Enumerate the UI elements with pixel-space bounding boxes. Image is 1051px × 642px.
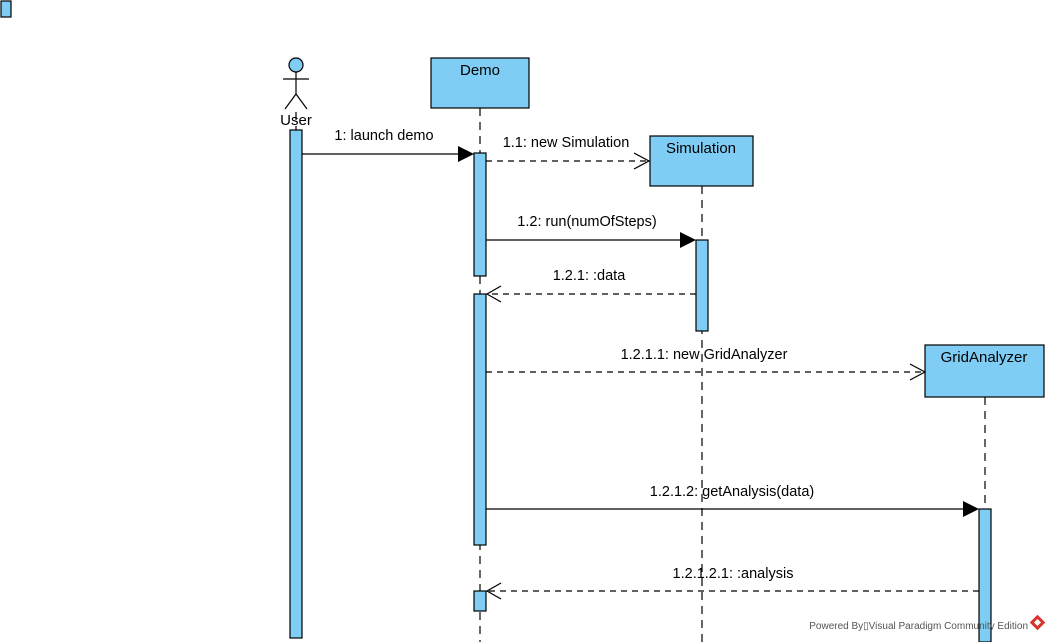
watermark-text: Powered By▯Visual Paradigm Community Edi… bbox=[809, 621, 1028, 632]
user-activation-bar[interactable] bbox=[289, 129, 303, 639]
message-label: 1.2.1.2: getAnalysis(data) bbox=[650, 484, 814, 500]
message-label: 1.1: new Simulation bbox=[503, 135, 630, 151]
demo-activation-bar-1[interactable] bbox=[473, 152, 487, 277]
open-arrowhead-icon bbox=[485, 582, 502, 600]
demo-box bbox=[430, 57, 530, 109]
message-run[interactable]: 1.2: run(numOfSteps) bbox=[486, 214, 696, 248]
actor-left-leg bbox=[284, 93, 297, 110]
demo-participant[interactable]: Demo bbox=[430, 57, 530, 109]
demo-label: Demo bbox=[460, 62, 500, 79]
message-new-simulation[interactable]: 1.1: new Simulation bbox=[486, 135, 651, 170]
open-arrowhead-icon bbox=[633, 152, 651, 170]
actor-right-leg bbox=[295, 93, 308, 110]
actor-head-icon bbox=[288, 57, 304, 73]
message-label: 1.2.1: :data bbox=[553, 268, 626, 284]
message-launch-demo[interactable]: 1: launch demo bbox=[302, 128, 474, 162]
open-arrowhead-icon bbox=[909, 363, 927, 381]
simulation-activation-bar[interactable] bbox=[695, 239, 709, 332]
message-label: 1.2.1.1: new GridAnalyzer bbox=[621, 347, 788, 363]
grid-analyzer-box bbox=[924, 344, 1045, 398]
simulation-participant[interactable]: Simulation bbox=[649, 135, 754, 187]
filled-arrowhead-icon bbox=[458, 146, 474, 162]
message-label: 1.2.1.2.1: :analysis bbox=[673, 566, 794, 582]
demo-activation-bar-2[interactable] bbox=[473, 293, 487, 546]
simulation-label: Simulation bbox=[666, 140, 736, 157]
grid-analyzer-label: GridAnalyzer bbox=[941, 349, 1028, 366]
message-label: 1.2: run(numOfSteps) bbox=[517, 214, 656, 230]
message-label: 1: launch demo bbox=[334, 128, 433, 144]
user-actor[interactable]: User bbox=[280, 57, 312, 129]
grid-analyzer-activation-bar[interactable] bbox=[978, 508, 992, 642]
simulation-box bbox=[649, 135, 754, 187]
message-get-analysis[interactable]: 1.2.1.2: getAnalysis(data) bbox=[486, 484, 979, 517]
user-label: User bbox=[280, 112, 312, 129]
message-return-analysis[interactable]: 1.2.1.2.1: :analysis bbox=[485, 566, 979, 600]
demo-activation-bar-3[interactable] bbox=[473, 590, 487, 612]
visual-paradigm-logo-icon bbox=[1029, 614, 1046, 631]
filled-arrowhead-icon bbox=[680, 232, 696, 248]
message-return-data[interactable]: 1.2.1: :data bbox=[485, 268, 696, 303]
open-arrowhead-icon bbox=[485, 285, 502, 303]
diagram-frame-handle[interactable] bbox=[0, 0, 12, 18]
grid-analyzer-participant[interactable]: GridAnalyzer bbox=[924, 344, 1045, 398]
message-new-grid-analyzer[interactable]: 1.2.1.1: new GridAnalyzer bbox=[486, 347, 927, 381]
watermark: Powered By▯Visual Paradigm Community Edi… bbox=[809, 614, 1046, 632]
filled-arrowhead-icon bbox=[963, 501, 979, 517]
